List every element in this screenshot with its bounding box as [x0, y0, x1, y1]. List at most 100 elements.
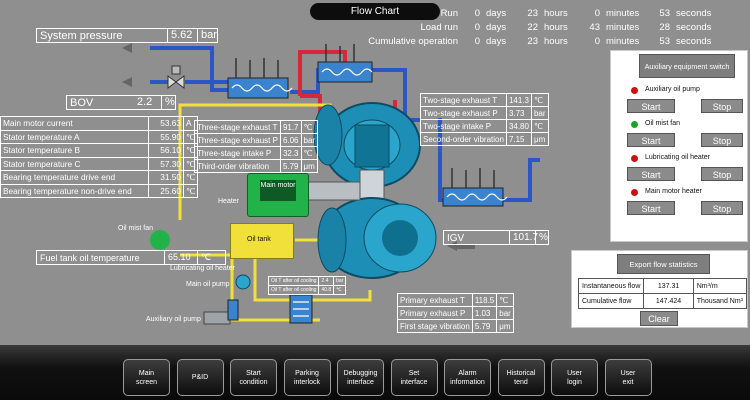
- nav-button[interactable]: Alarm information: [444, 359, 491, 396]
- motor-value: 53.63: [148, 116, 184, 131]
- runtime-hours: 23: [527, 36, 538, 47]
- auxiliary-oil-pump-label: Auxiliary oil pump: [146, 316, 201, 323]
- runtime-minutes-unit: minutes: [606, 36, 640, 47]
- second-stage-label: Two-stage exhaust T: [420, 93, 507, 107]
- flow-stats-panel: Export flow statistics Instantaneous flo…: [571, 250, 748, 328]
- status-indicator: [631, 87, 638, 94]
- primary-label: First stage vibration: [397, 319, 473, 333]
- system-pressure-unit: bar: [197, 28, 217, 43]
- runtime-minutes-unit: minutes: [606, 22, 640, 33]
- flow-label: Instantaneous flow: [577, 278, 645, 294]
- runtime-days: 0: [474, 8, 480, 19]
- motor-label: Main motor current: [0, 116, 149, 131]
- clear-button[interactable]: Clear: [640, 311, 678, 326]
- flow-stats-title[interactable]: Export flow statistics: [617, 254, 710, 274]
- stop-button[interactable]: Stop: [701, 99, 743, 113]
- second-stage-value: 7.15: [505, 132, 532, 146]
- aux-item-label: Auxiliary oil pump: [645, 86, 700, 93]
- runtime-minutes: 0: [594, 8, 600, 19]
- primary-value: 118.5: [471, 293, 498, 307]
- start-button[interactable]: Start: [627, 99, 675, 113]
- fuel-tank-temp-unit: ℃: [197, 250, 211, 265]
- oil-cooler-unit: ℃: [333, 285, 347, 295]
- fan-icon[interactable]: [150, 230, 170, 250]
- nav-button[interactable]: Historical tend: [497, 359, 545, 396]
- igv-unit: %: [535, 230, 548, 245]
- nav-button[interactable]: Parking interlock: [283, 359, 331, 396]
- stop-button[interactable]: Stop: [701, 133, 743, 147]
- runtime-days: 0: [474, 36, 480, 47]
- runtime-days-unit: days: [486, 36, 507, 47]
- motor-label: Stator temperature C: [0, 156, 149, 171]
- nav-button[interactable]: P&ID: [176, 359, 224, 396]
- third-stage-value: 5.79: [279, 159, 302, 173]
- runtime-seconds: 53: [659, 8, 670, 19]
- runtime-seconds-unit: seconds: [676, 8, 712, 19]
- main-motor[interactable]: Main motor: [247, 173, 309, 217]
- nav-button[interactable]: User exit: [604, 359, 652, 396]
- oil-cooler-label: Oil T after oil cooling: [267, 276, 320, 286]
- runtime-label: Run: [440, 8, 458, 19]
- nav-button[interactable]: Main screen: [123, 359, 170, 396]
- oil-tank[interactable]: Oil tank: [230, 223, 294, 259]
- main-motor-label: Main motor: [260, 180, 296, 201]
- start-button[interactable]: Start: [627, 201, 675, 215]
- start-button[interactable]: Start: [627, 133, 675, 147]
- motor-label: Bearing temperature drive end: [0, 170, 149, 185]
- aux-switch-panel: Auxiliary equipment switch Auxiliary oil…: [610, 50, 748, 242]
- oil-mist-fan-label: Oil mist fan: [118, 225, 154, 232]
- runtime-label: Load run: [420, 22, 458, 33]
- runtime-minutes: 0: [594, 36, 600, 47]
- primary-unit: ℃: [496, 293, 514, 307]
- nav-button[interactable]: Set interface: [390, 359, 438, 396]
- third-stage-label: Three-stage exhaust P: [194, 133, 281, 147]
- third-stage-unit: ℃: [300, 120, 319, 134]
- main-oil-pump-label: Main oil pump: [186, 281, 230, 288]
- third-stage-label: Three-stage intake P: [194, 146, 281, 160]
- fuel-tank-temp-value: 65.10: [164, 250, 191, 265]
- stop-button[interactable]: Stop: [701, 201, 743, 215]
- second-stage-unit: μm: [530, 132, 549, 146]
- system-pressure-box: System pressure 5.62 bar: [36, 28, 218, 43]
- bov-unit: %: [161, 95, 175, 110]
- second-stage-label: Second-order vibration: [420, 132, 507, 146]
- fuel-tank-temp-label: Fuel tank oil temperature: [40, 253, 140, 263]
- runtime-seconds-unit: seconds: [676, 36, 712, 47]
- primary-value: 5.79: [471, 319, 498, 333]
- primary-value: 1.03: [471, 306, 498, 320]
- flow-label: Cumulative flow: [577, 293, 645, 309]
- second-stage-unit: bar: [530, 106, 549, 120]
- oil-tank-label: Oil tank: [247, 236, 271, 243]
- motor-label: Stator temperature B: [0, 143, 149, 158]
- aux-item-label: Main motor heater: [645, 188, 702, 195]
- stop-button[interactable]: Stop: [701, 167, 743, 181]
- nav-button[interactable]: User login: [551, 359, 598, 396]
- runtime-seconds-unit: seconds: [676, 22, 712, 33]
- primary-unit: bar: [496, 306, 514, 320]
- nav-button[interactable]: Start condition: [230, 359, 277, 396]
- motor-label: Stator temperature A: [0, 129, 149, 144]
- igv-value: 101.7: [509, 230, 538, 245]
- motor-label: Bearing temperature non-drive end: [0, 183, 149, 198]
- bov-value: 2.2: [137, 96, 153, 108]
- start-button[interactable]: Start: [627, 167, 675, 181]
- nav-button[interactable]: Debugging interface: [337, 359, 384, 396]
- runtime-seconds: 28: [659, 22, 670, 33]
- aux-switch-title[interactable]: Auxiliary equipment switch: [639, 54, 735, 78]
